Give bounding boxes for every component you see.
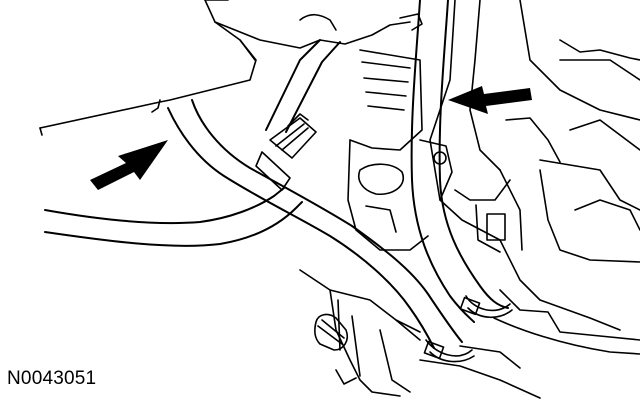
hose-main [167, 39, 463, 349]
hose-left [44, 187, 303, 247]
body-panel [39, 0, 423, 136]
callout-arrow-left [90, 140, 168, 190]
quick-connector [255, 113, 317, 191]
hose-clamp-lower [423, 339, 475, 363]
engine-components [429, 0, 640, 355]
lower-bracket [299, 269, 541, 399]
center-module [347, 49, 453, 251]
callout-arrow-right [448, 86, 532, 114]
hose-right [410, 0, 509, 323]
figure-id-label: N0043051 [7, 368, 97, 389]
hose-clamp-upper [459, 295, 513, 319]
